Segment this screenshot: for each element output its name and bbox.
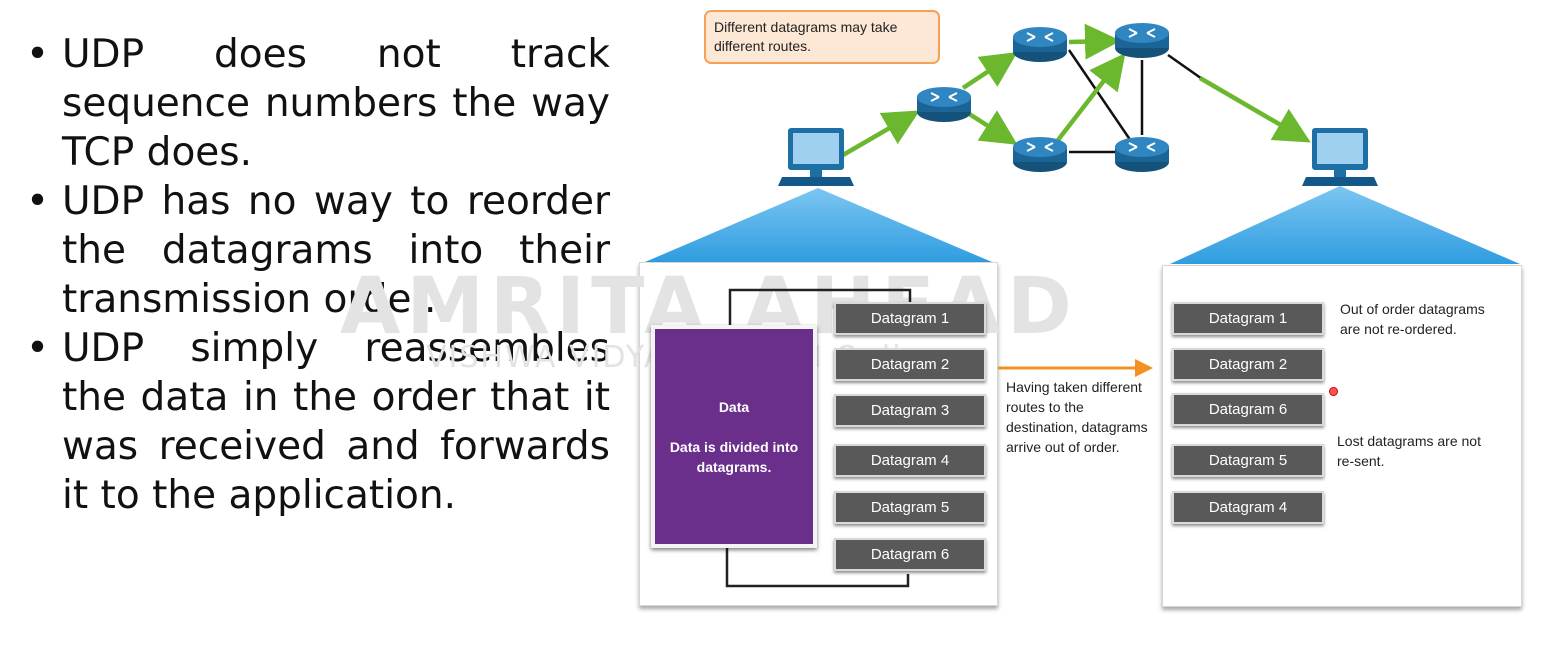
router-icon [1115,137,1169,172]
link [1067,49,1137,148]
route-arrow [1068,23,1121,60]
lost-note: Lost datagrams are not re-sent. [1337,433,1481,469]
beam-left [645,188,992,262]
receiver-datagram: Datagram 4 [1172,491,1324,524]
data-title: Data [718,399,750,415]
sender-datagram: Datagram 6 [834,538,986,571]
route-arrow [961,108,1018,145]
bullet-item: •UDP does not track sequence numbers the… [26,32,610,175]
pc-icon [778,128,854,186]
bullet-list: •UDP does not track sequence numbers the… [20,30,610,520]
transit-note: Having taken different routes to the des… [1006,379,1148,455]
pointer-dot [1329,387,1338,396]
sender-datagram: Datagram 5 [834,491,986,524]
sender-datagram: Datagram 3 [834,394,986,427]
data-description: Data is divided into datagrams. [669,439,799,475]
routes-callout: Different datagrams may take different r… [704,10,940,64]
receiver-datagram: Datagram 5 [1172,444,1324,477]
sender-datagram: Datagram 2 [834,348,986,381]
bullet-item: •UDP has no way to reorder the datagrams… [26,179,610,322]
pc-icon [1302,128,1378,186]
receiver-datagram: Datagram 6 [1172,393,1324,426]
receiver-datagram: Datagram 2 [1172,348,1324,381]
bullet-marker: • [26,326,50,371]
sender-datagram: Datagram 4 [834,444,986,477]
reorder-note: Out of order datagrams are not re-ordere… [1340,301,1485,337]
bullet-marker: • [26,32,50,77]
bullet-item: •UDP simply reassembles the data in the … [26,326,610,518]
router-icon [1115,23,1169,58]
route-arrow [1198,76,1311,143]
route-arrow [841,110,920,157]
router-icon [917,87,971,122]
receiver-datagram: Datagram 1 [1172,302,1324,335]
router-icon [1013,137,1067,172]
route-arrow [1056,52,1126,142]
beam-right [1170,186,1520,264]
sender-datagram: Datagram 1 [834,302,986,335]
bullet-marker: • [26,179,50,224]
route-arrow [961,52,1018,90]
data-block: Data Data is divided into datagrams. [651,325,817,548]
router-icon [1013,27,1067,62]
